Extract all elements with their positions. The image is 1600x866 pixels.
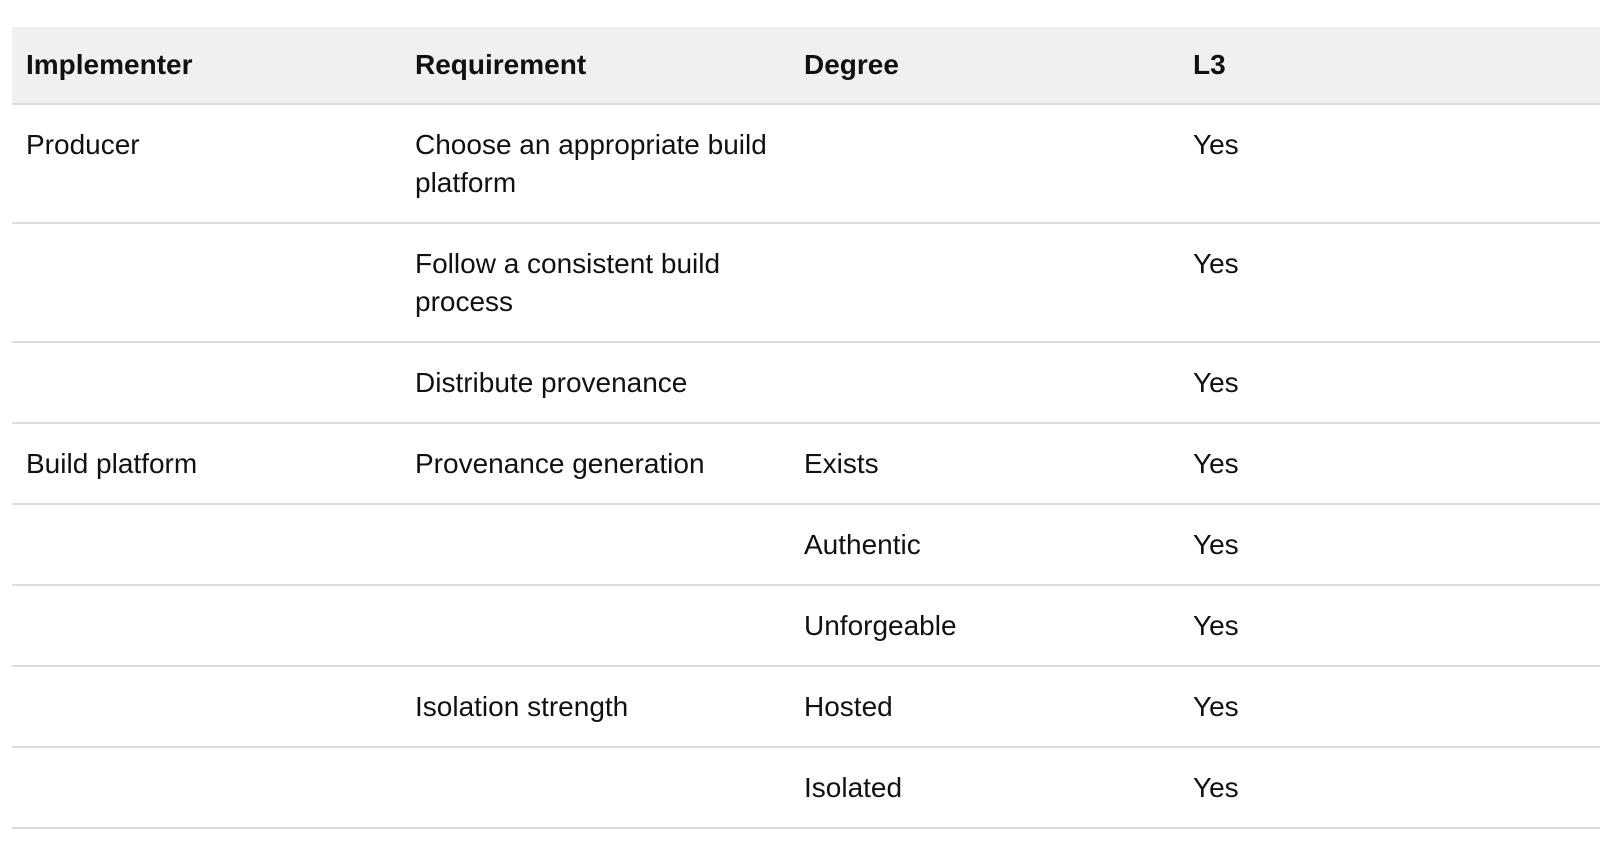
header-degree: Degree [790, 27, 1179, 105]
table-header: Implementer Requirement Degree L3 [12, 27, 1600, 105]
cell-requirement [401, 504, 790, 586]
cell-degree: Exists [790, 423, 1179, 505]
table-row: Isolation strength Hosted Yes [12, 666, 1600, 748]
cell-requirement [401, 747, 790, 829]
cell-l3: Yes [1179, 585, 1600, 667]
cell-degree [790, 223, 1179, 343]
cell-implementer [12, 342, 401, 424]
header-implementer: Implementer [12, 27, 401, 105]
cell-l3: Yes [1179, 504, 1600, 586]
cell-implementer [12, 504, 401, 586]
table-body: Producer Choose an appropriate build pla… [12, 104, 1600, 829]
cell-degree: Unforgeable [790, 585, 1179, 667]
header-requirement: Requirement [401, 27, 790, 105]
cell-implementer [12, 223, 401, 343]
table-row: Distribute provenance Yes [12, 342, 1600, 424]
cell-l3: Yes [1179, 666, 1600, 748]
header-l3: L3 [1179, 27, 1600, 105]
table-row: Build platform Provenance generation Exi… [12, 423, 1600, 505]
cell-implementer: Producer [12, 104, 401, 224]
cell-requirement: Choose an appropriate build platform [401, 104, 790, 224]
cell-requirement: Isolation strength [401, 666, 790, 748]
cell-degree: Isolated [790, 747, 1179, 829]
cell-implementer [12, 585, 401, 667]
cell-l3: Yes [1179, 342, 1600, 424]
requirements-table: Implementer Requirement Degree L3 Produc… [12, 27, 1600, 829]
cell-degree [790, 342, 1179, 424]
table-row: Authentic Yes [12, 504, 1600, 586]
table-row: Isolated Yes [12, 747, 1600, 829]
header-row: Implementer Requirement Degree L3 [12, 27, 1600, 105]
cell-l3: Yes [1179, 104, 1600, 224]
cell-implementer: Build platform [12, 423, 401, 505]
cell-degree: Authentic [790, 504, 1179, 586]
cell-implementer [12, 666, 401, 748]
table-row: Producer Choose an appropriate build pla… [12, 104, 1600, 224]
cell-l3: Yes [1179, 423, 1600, 505]
table-row: Unforgeable Yes [12, 585, 1600, 667]
cell-implementer [12, 747, 401, 829]
cell-requirement [401, 585, 790, 667]
cell-degree [790, 104, 1179, 224]
cell-degree: Hosted [790, 666, 1179, 748]
cell-l3: Yes [1179, 223, 1600, 343]
cell-requirement: Follow a consistent build process [401, 223, 790, 343]
cell-l3: Yes [1179, 747, 1600, 829]
requirements-table-container: Implementer Requirement Degree L3 Produc… [12, 27, 1600, 829]
table-row: Follow a consistent build process Yes [12, 223, 1600, 343]
cell-requirement: Provenance generation [401, 423, 790, 505]
cell-requirement: Distribute provenance [401, 342, 790, 424]
